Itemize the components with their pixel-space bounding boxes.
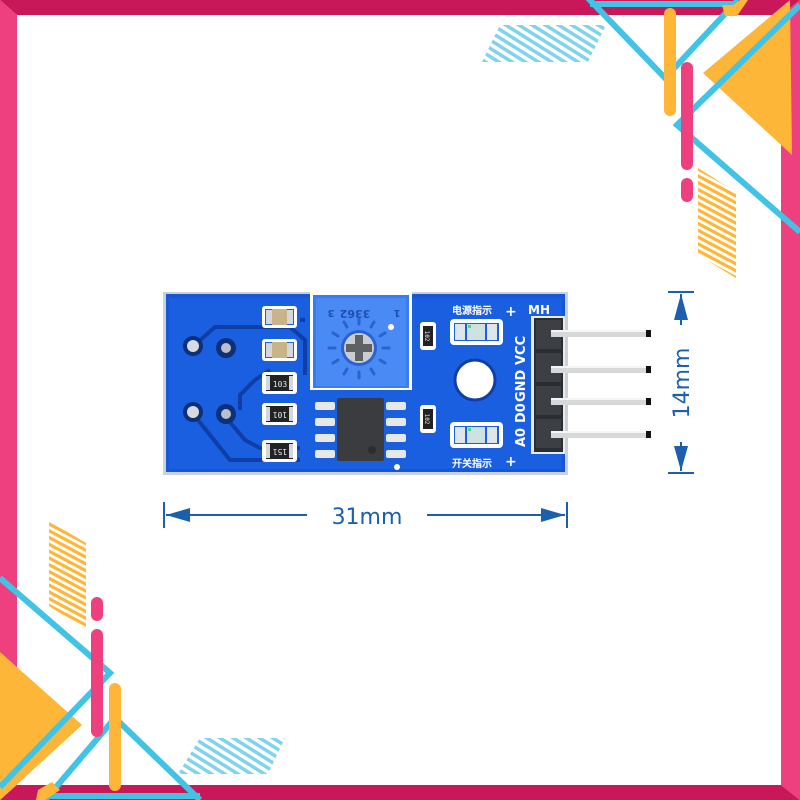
smd-capacitor-1: [262, 306, 297, 328]
svg-text:1: 1: [393, 307, 400, 318]
width-dimension: 31mm: [163, 502, 568, 530]
smd-resistor-151: 151: [262, 440, 297, 462]
frame-right-bar: [781, 0, 800, 800]
smd-resistor-102-top: 102: [420, 322, 436, 350]
svg-text:101: 101: [273, 410, 288, 419]
smd-resistor-102-bottom: 102: [420, 405, 436, 433]
svg-text:103: 103: [273, 380, 288, 389]
pin-label-a0: A0: [514, 428, 529, 447]
smd-resistor-101: 101: [262, 403, 297, 425]
switch-plus-sign: +: [505, 454, 517, 470]
frame-left-bar: [0, 0, 17, 800]
bottom-left-ornament: [0, 521, 285, 800]
pcb-module: 103 101 151: [163, 292, 651, 475]
width-label: 31mm: [332, 505, 403, 530]
power-plus-sign: +: [505, 304, 517, 320]
pin-label-d0: D0: [514, 403, 529, 423]
top-right-ornament: [482, 0, 800, 278]
switch-led: [450, 422, 503, 448]
height-label: 14mm: [670, 348, 695, 419]
height-dimension: 14mm: [668, 291, 695, 474]
svg-text:102: 102: [423, 331, 430, 342]
power-led-label: 电源指示: [452, 304, 492, 317]
pot-ridges: [327, 316, 391, 380]
switch-led-label: 开关指示: [452, 457, 492, 470]
smd-capacitor-2: [262, 339, 297, 361]
sensor-pads: [183, 336, 236, 424]
pin-label-gnd: GND: [514, 369, 529, 402]
header-label: MH: [528, 303, 550, 317]
smd-resistor-103: 103: [262, 372, 297, 394]
pin-label-vcc: VCC: [514, 336, 529, 365]
comparator-chip: [315, 398, 406, 470]
svg-text:151: 151: [273, 447, 288, 456]
pin-header: [531, 316, 651, 454]
potentiometer: 3362 3 1: [310, 292, 412, 390]
header-pins: [551, 330, 651, 438]
svg-text:3362: 3362: [340, 307, 371, 320]
svg-text:3: 3: [327, 307, 334, 318]
pin-labels: VCC GND D0 A0: [514, 336, 529, 447]
svg-text:102: 102: [423, 414, 430, 425]
mounting-hole: [453, 358, 497, 402]
power-led: [450, 319, 503, 345]
